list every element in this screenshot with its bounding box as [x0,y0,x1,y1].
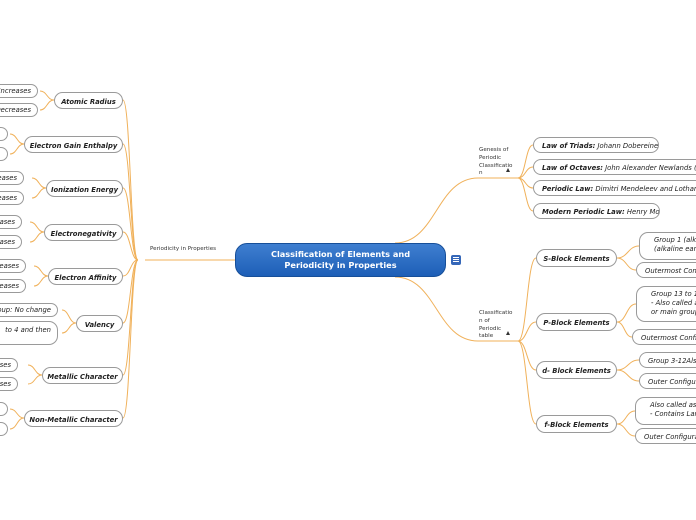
detail-en-1[interactable]: reases [0,215,22,229]
detail-metallic-1[interactable]: eases [0,358,18,372]
s-block-config[interactable]: Outermost Confi [636,262,696,278]
detail-ea-2[interactable]: reases [0,279,26,293]
topic-ionization-energy[interactable]: Ionization Energy [46,180,123,197]
block-s[interactable]: S-Block Elements [536,249,617,267]
connector-left-topic-1 [122,143,139,261]
connector-left-topic-3 [122,231,139,261]
topic-electronegativity[interactable]: Electronegativity [44,224,123,241]
connector-left-detail-a-5 [61,309,77,324]
connector-left-detail-a-3 [29,221,45,233]
connector-root-genesis [394,177,479,244]
s-block-groups[interactable]: Group 1 (alkali (alkaline earth [639,232,696,260]
f-block-config[interactable]: Outer Configurati [635,428,696,444]
connector-block-1 [517,321,537,342]
connector-left-detail-a-1 [9,133,25,145]
connector-genesis-item-1 [517,166,534,179]
connector-block-detail-b-2 [616,369,640,382]
branch-label-genesis[interactable]: Genesis of Periodic Classificatio n [479,147,513,177]
connector-left-detail-a-0 [39,90,55,101]
block-f[interactable]: f-Block Elements [536,415,617,433]
genesis-modern-periodic-law[interactable]: Modern Periodic Law: Henry Moseley (1913… [533,203,660,219]
topic-metallic-character[interactable]: Metallic Character [42,367,123,384]
central-topic[interactable]: Classification of Elements and Periodici… [235,243,446,277]
genesis-law-of-octaves[interactable]: Law of Octaves: John Alexander Newlands … [533,159,696,175]
connector-genesis-item-3 [517,177,534,212]
notes-icon[interactable] [451,255,461,265]
genesis-periodic-law[interactable]: Periodic Law: Dimitri Mendeleev and Loth… [533,180,696,196]
connector-block-detail-b-3 [616,423,636,437]
collapse-triangle-icon[interactable] [506,331,510,335]
block-p[interactable]: P-Block Elements [536,313,617,331]
connector-left-detail-b-3 [29,231,45,243]
detail-valency-1[interactable]: roup: No change [0,303,58,317]
connector-left-topic-7 [122,259,139,419]
connector-block-detail-a-2 [616,359,640,371]
connector-left-topic-0 [122,99,139,261]
central-topic-title: Classification of Elements and Periodici… [270,249,411,270]
connector-left-detail-b-0 [39,99,55,111]
detail-ie-1[interactable]: reases [0,171,24,185]
topic-valency[interactable]: Valency [76,315,123,332]
topic-non-metallic-character[interactable]: Non-Metallic Character [24,410,123,427]
connector-left-topic-6 [122,259,139,376]
d-block-groups[interactable]: Group 3-12Also [639,352,696,368]
collapse-triangle-icon[interactable] [506,168,510,172]
f-block-description[interactable]: Also called as I - Contains Lant [635,397,696,425]
genesis-law-of-triads[interactable]: Law of Triads: Johann Dobereiner (1829) [533,137,659,153]
detail-ea-1[interactable]: reases [0,259,26,273]
connector-left-detail-a-2 [31,177,47,189]
connector-block-0 [517,257,537,342]
branch-label-classification[interactable]: Classificatio n of Periodic table [479,310,513,340]
connector-block-detail-a-0 [616,245,640,259]
connector-left-detail-a-6 [27,364,43,376]
p-block-groups[interactable]: Group 13 to 18 - Also called as or main … [636,286,696,322]
connector-left-detail-a-4 [33,265,49,277]
detail-valency-2[interactable]: to 4 and then [0,321,58,345]
connector-block-detail-b-1 [616,321,633,338]
connector-left-detail-b-5 [61,322,77,334]
detail-atomic-radius-1[interactable]: Increases [0,84,38,98]
topic-electron-gain-enthalpy[interactable]: Electron Gain Enthalpy [24,136,123,153]
connector-left-detail-b-2 [31,187,47,199]
block-d[interactable]: d- Block Elements [536,361,617,379]
connector-block-detail-b-0 [616,257,637,271]
topic-atomic-radius[interactable]: Atomic Radius [54,92,123,109]
p-block-config[interactable]: Outermost Config [632,329,696,345]
connector-left-detail-b-1 [9,143,25,155]
connector-left-detail-a-7 [9,408,25,419]
connector-root-classification [394,276,479,342]
connector-left-detail-b-7 [9,417,25,430]
connector-block-detail-a-1 [616,303,637,323]
connector-block-2 [517,340,537,371]
connector-block-detail-a-3 [616,410,636,425]
connector-left-topic-2 [122,187,139,261]
connector-left-detail-b-4 [33,275,49,287]
detail-ie-2[interactable]: reases [0,191,24,205]
detail-en-2[interactable]: reases [0,235,22,249]
branch-label-periodicity[interactable]: Periodicity in Properties [150,246,217,252]
connector-genesis-item-0 [517,144,534,179]
topic-electron-affinity[interactable]: Electron Affinity [48,268,123,285]
connector-block-3 [517,340,537,425]
detail-atomic-radius-2[interactable]: Decreases [0,103,38,117]
detail-metallic-2[interactable]: eases [0,377,18,391]
connector-left-detail-b-6 [27,374,43,385]
d-block-config[interactable]: Outer Configurati [639,373,696,389]
